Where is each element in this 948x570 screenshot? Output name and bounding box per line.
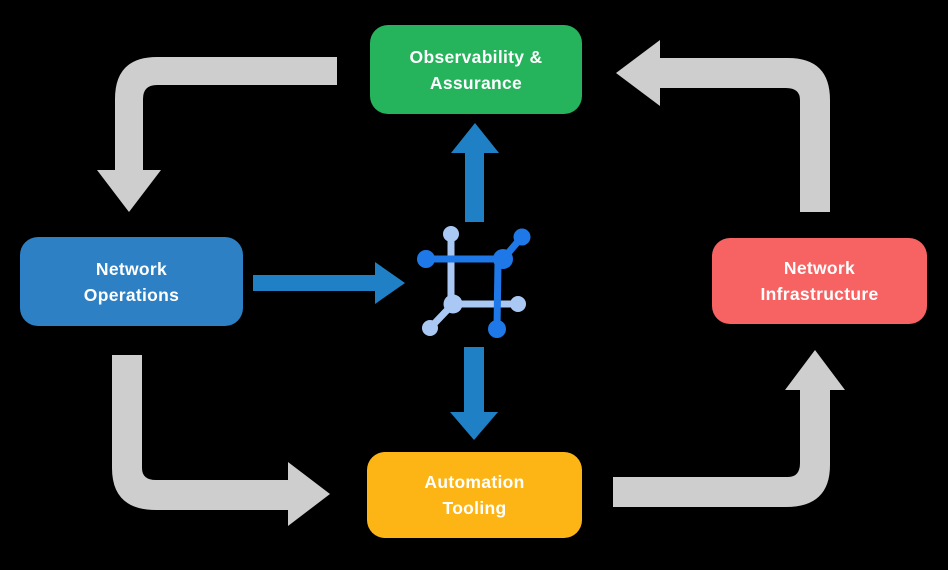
node-label-line: Automation: [424, 472, 525, 492]
node-label-line: Observability &: [409, 46, 543, 67]
network-hub-icon: [417, 226, 531, 338]
node-label-line: Tooling: [442, 498, 507, 518]
arrow-automation-to-infrastructure: [613, 350, 845, 507]
arrow-operations-to-hub: [253, 262, 405, 304]
node-label-line: Network: [783, 258, 856, 278]
node-automation-tooling: Automation Tooling: [367, 452, 582, 538]
node-network-infrastructure: Network Infrastructure: [712, 238, 927, 324]
arrow-observability-to-operations: [97, 57, 337, 212]
node-label-line: Assurance: [429, 72, 523, 93]
node-network-operations: Network Operations: [20, 237, 243, 326]
arrow-hub-to-observability: [451, 123, 499, 222]
arrow-operations-to-automation: [112, 355, 330, 526]
node-label-line: Network: [95, 258, 168, 279]
arrow-hub-to-automation: [450, 347, 498, 440]
node-observability-assurance: Observability & Assurance: [370, 25, 582, 114]
node-label-line: Infrastructure: [760, 284, 879, 304]
node-label-line: Operations: [83, 284, 180, 305]
arrow-infrastructure-to-observability: [616, 40, 830, 212]
